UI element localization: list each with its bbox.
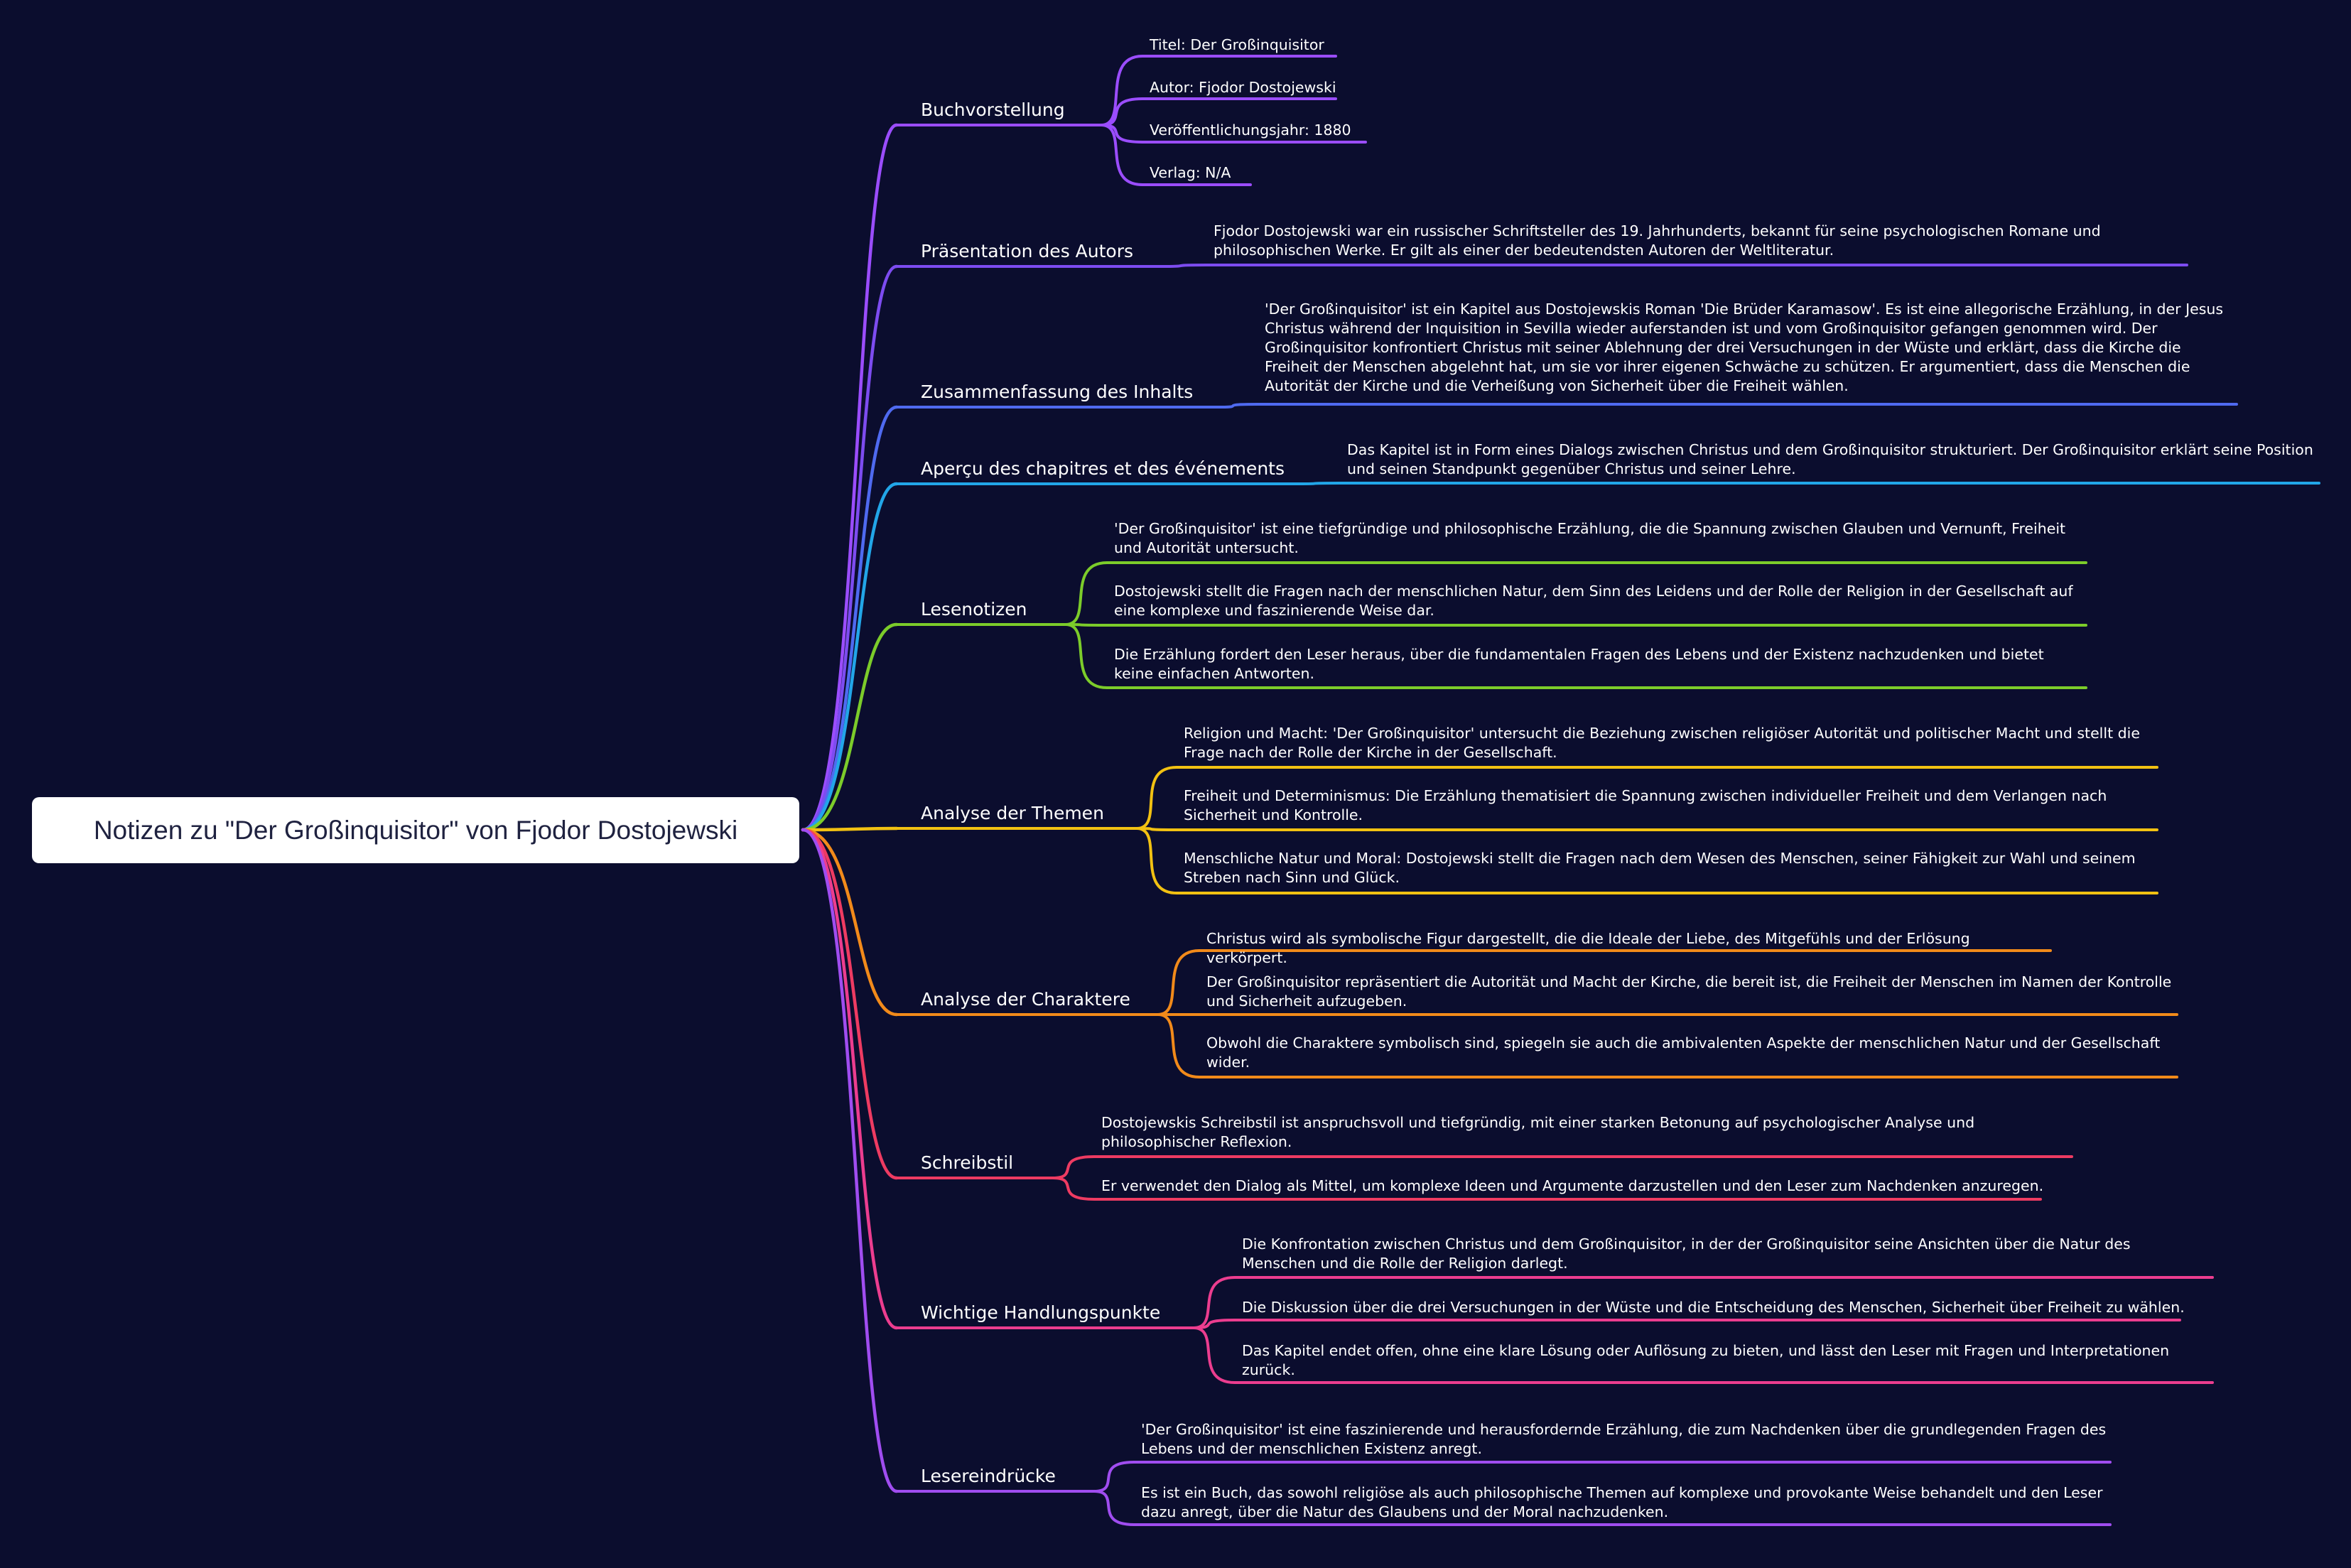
branch-topic[interactable]: Lesereindrücke [921, 1466, 1056, 1486]
leaf-topic[interactable]: Es ist ein Buch, das sowohl religiöse al… [1141, 1484, 2103, 1520]
leaf-connector [1100, 97, 1337, 126]
leaf-topic[interactable]: Die Diskussion über die drei Versuchunge… [1242, 1299, 2185, 1316]
leaf-topic[interactable]: 'Der Großinquisitor' ist eine tiefgründi… [1114, 520, 2066, 556]
leaf-connector [1157, 1013, 2178, 1078]
leaf-connector [1093, 1490, 2112, 1526]
root-branch-connector [801, 828, 899, 1330]
leaf-topic[interactable]: Fjodor Dostojewski war ein russischer Sc… [1214, 222, 2101, 259]
branch-topic[interactable]: Präsentation des Autors [921, 241, 1134, 261]
leaf-connector [1192, 1326, 2214, 1384]
leaf-connector [1064, 561, 2087, 626]
leaf-topic[interactable]: Er verwendet den Dialog als Mittel, um k… [1101, 1177, 2044, 1194]
root-branch-connector [801, 826, 899, 832]
leaf-connector [1093, 1461, 2112, 1493]
root-topic[interactable]: Notizen zu "Der Großinquisitor" von Fjod… [32, 797, 799, 863]
branch-topic[interactable]: Wichtige Handlungspunkte [921, 1302, 1161, 1323]
root-title: Notizen zu "Der Großinquisitor" von Fjod… [93, 815, 738, 845]
leaf-topic[interactable]: Die Erzählung fordert den Leser heraus, … [1114, 646, 2044, 682]
leaf-connector [1157, 949, 2052, 1016]
leaf-topic[interactable]: 'Der Großinquisitor' ist ein Kapitel aus… [1265, 301, 2224, 394]
root-branch-connector [801, 622, 899, 832]
leaf-topic[interactable]: Verlag: N/A [1150, 164, 1231, 181]
leaf-topic[interactable]: Freiheit und Determinismus: Die Erzählun… [1184, 787, 2107, 823]
leaf-topic[interactable]: Das Kapitel endet offen, ohne eine klare… [1242, 1342, 2170, 1378]
leaf-connector [1100, 55, 1337, 126]
leaf-topic[interactable]: Titel: Der Großinquisitor [1150, 36, 1324, 53]
leaf-connector [1135, 766, 2158, 830]
leaf-topic[interactable]: Der Großinquisitor repräsentiert die Aut… [1206, 973, 2172, 1010]
root-branch-connector [801, 828, 899, 1017]
leaf-connector [1299, 482, 2320, 485]
leaf-topic[interactable]: Dostojewskis Schreibstil ist anspruchsvo… [1101, 1114, 1975, 1150]
leaf-topic[interactable]: Religion und Macht: 'Der Großinquisitor'… [1184, 725, 2140, 761]
leaf-connector [1052, 1155, 2073, 1179]
leaf-topic[interactable]: Christus wird als symbolische Figur darg… [1206, 930, 1970, 966]
branch-topic[interactable]: Lesenotizen [921, 599, 1027, 620]
root-branch-connector [801, 828, 899, 1180]
root-branch-connector [801, 482, 899, 832]
leaf-topic[interactable]: Dostojewski stellt die Fragen nach der m… [1114, 583, 2073, 619]
leaf-connector [1164, 264, 2188, 268]
root-branch-connector [801, 828, 899, 1493]
leaf-connector [1135, 827, 2158, 894]
leaf-connector [1192, 1319, 2181, 1329]
leaf-connector [1064, 623, 2087, 689]
leaf-topic[interactable]: Autor: Fjodor Dostojewski [1150, 79, 1336, 96]
leaf-connector [1052, 1177, 2042, 1201]
branch-topic[interactable]: Buchvorstellung [921, 99, 1065, 120]
leaf-topic[interactable]: Menschliche Natur und Moral: Dostojewski… [1184, 850, 2136, 886]
branch-topic[interactable]: Aperçu des chapitres et des événements [921, 458, 1285, 479]
branch-topic[interactable]: Zusammenfassung des Inhalts [921, 382, 1194, 402]
leaf-topic[interactable]: Veröffentlichungsjahr: 1880 [1150, 121, 1351, 139]
leaf-connector [1100, 124, 1252, 186]
leaf-topic[interactable]: Die Konfrontation zwischen Christus und … [1242, 1236, 2131, 1272]
leaf-connector [1135, 827, 2158, 831]
root-branch-connector [801, 123, 899, 832]
branch-topic[interactable]: Schreibstil [921, 1152, 1014, 1173]
leaf-topic[interactable]: 'Der Großinquisitor' ist eine fasziniere… [1141, 1421, 2107, 1457]
leaf-topic[interactable]: Das Kapitel ist in Form eines Dialogs zw… [1347, 441, 2313, 477]
root-branch-connector [801, 264, 899, 832]
branch-topic[interactable]: Analyse der Charaktere [921, 989, 1130, 1010]
leaf-connector [1192, 1276, 2214, 1329]
leaf-topic[interactable]: Obwohl die Charaktere symbolisch sind, s… [1206, 1034, 2161, 1071]
root-branch-connector [801, 405, 899, 832]
branch-topic[interactable]: Analyse der Themen [921, 803, 1104, 823]
leaf-connector [1218, 403, 2238, 409]
